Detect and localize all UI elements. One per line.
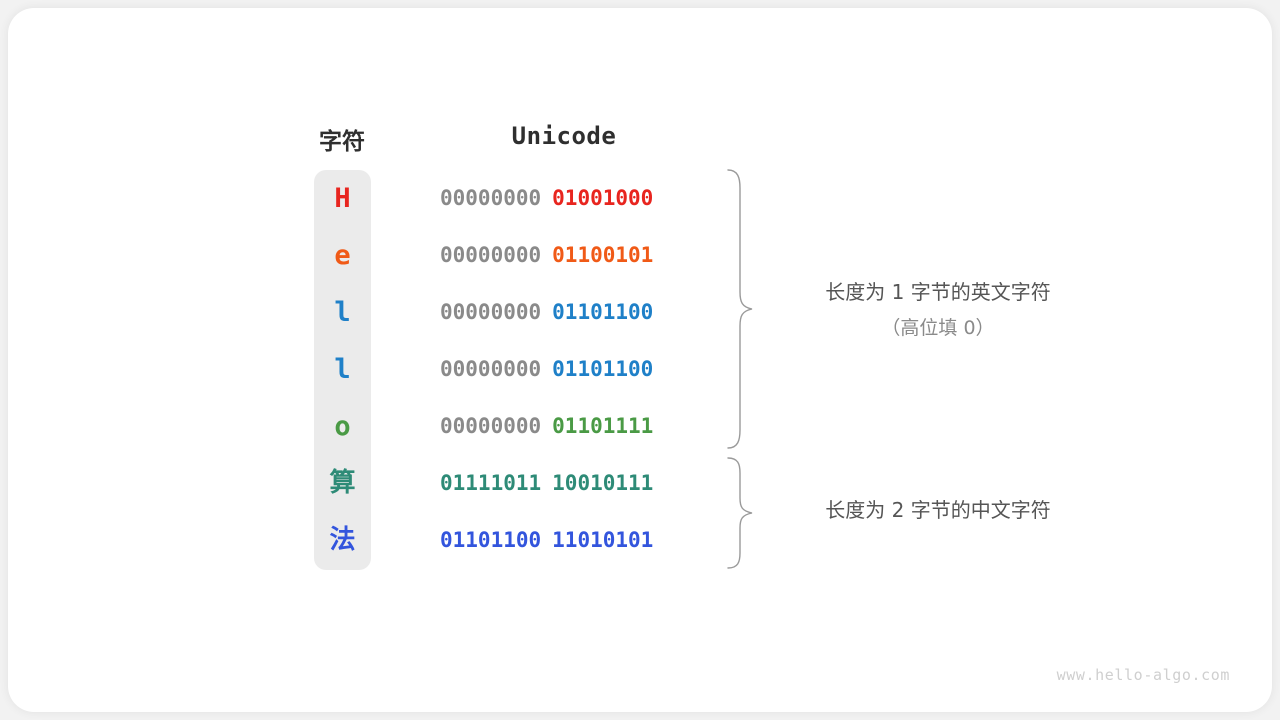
unicode-binary-row: 01101100 11010101 [440, 525, 700, 555]
unicode-low-byte: 11010101 [552, 528, 654, 552]
unicode-low-byte: 01101100 [552, 357, 654, 381]
unicode-low-byte: 10010111 [552, 471, 654, 495]
annotation-chinese-group: 长度为 2 字节的中文字符 [768, 492, 1108, 528]
unicode-binary-row: 00000000 01101111 [440, 411, 700, 441]
group-brace-chinese [727, 457, 753, 569]
group-brace-english [727, 169, 753, 449]
annotation-chinese-main: 长度为 2 字节的中文字符 [825, 498, 1051, 522]
annotation-english-main: 长度为 1 字节的英文字符 [825, 280, 1051, 304]
unicode-binary-row: 00000000 01001000 [440, 183, 700, 213]
character-cell: e [334, 240, 351, 271]
unicode-low-byte: 01001000 [552, 186, 654, 210]
annotation-english-sub: （高位填 0） [881, 317, 995, 339]
unicode-low-byte: 01100101 [552, 243, 654, 267]
unicode-low-byte: 01101100 [552, 300, 654, 324]
character-cell: l [334, 297, 351, 328]
character-cell: 算 [329, 468, 356, 498]
unicode-high-byte: 00000000 [440, 357, 542, 381]
column-header-character: 字符 [319, 128, 365, 154]
watermark: www.hello-algo.com [1056, 666, 1230, 684]
character-cell: l [334, 354, 351, 385]
unicode-high-byte: 01111011 [440, 471, 542, 495]
unicode-binary-row: 00000000 01101100 [440, 354, 700, 384]
unicode-high-byte: 00000000 [440, 300, 542, 324]
unicode-high-byte: 01101100 [440, 528, 542, 552]
unicode-high-byte: 00000000 [440, 243, 542, 267]
character-cell: o [334, 411, 351, 442]
unicode-low-byte: 01101111 [552, 414, 654, 438]
unicode-binary-row: 00000000 01100101 [440, 240, 700, 270]
unicode-high-byte: 00000000 [440, 186, 542, 210]
unicode-high-byte: 00000000 [440, 414, 542, 438]
annotation-english-group: 长度为 1 字节的英文字符 （高位填 0） [768, 274, 1108, 346]
character-cell: 法 [329, 525, 356, 555]
column-header-unicode: Unicode [511, 122, 617, 150]
unicode-binary-row: 00000000 01101100 [440, 297, 700, 327]
unicode-binary-row: 01111011 10010111 [440, 468, 700, 498]
character-cell: H [334, 183, 351, 214]
